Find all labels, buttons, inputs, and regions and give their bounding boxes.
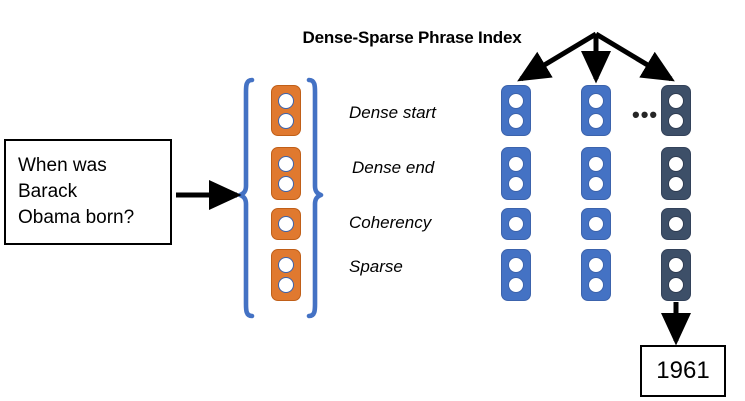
index-dot bbox=[588, 216, 604, 232]
index-dot bbox=[668, 92, 684, 109]
question-line-1: When was bbox=[18, 154, 107, 176]
index-dot bbox=[588, 175, 604, 192]
row-label-sparse: Sparse bbox=[349, 257, 403, 276]
row-label-coherency: Coherency bbox=[349, 213, 432, 232]
index-dot bbox=[668, 112, 684, 129]
index-dot bbox=[588, 277, 604, 293]
index-dot bbox=[588, 155, 604, 172]
left-brace-icon bbox=[237, 77, 255, 319]
query-dot bbox=[278, 277, 294, 293]
index-dot bbox=[588, 112, 604, 129]
index-dot bbox=[508, 257, 524, 273]
index-dot bbox=[668, 216, 684, 232]
ellipsis-indicator: ••• bbox=[632, 102, 659, 127]
index-dot bbox=[508, 92, 524, 109]
arrow-fanout-right bbox=[594, 31, 675, 82]
indexN-block-sparse bbox=[661, 249, 691, 301]
index-dot bbox=[508, 112, 524, 129]
question-line-2: Barack bbox=[18, 180, 78, 202]
index1-block-coherency bbox=[501, 208, 531, 240]
index1-block-dense-start bbox=[501, 85, 531, 136]
index-dot bbox=[668, 277, 684, 293]
query-block-dense-end bbox=[271, 147, 301, 200]
answer-value: 1961 bbox=[656, 357, 710, 384]
index-dot bbox=[668, 175, 684, 192]
query-dot bbox=[278, 175, 294, 192]
query-dot bbox=[278, 112, 294, 129]
query-dot bbox=[278, 92, 294, 109]
query-dot bbox=[278, 257, 294, 273]
row-label-dense-end: Dense end bbox=[352, 158, 435, 177]
question-line-3: Obama born? bbox=[18, 207, 135, 228]
index-dot bbox=[508, 216, 524, 232]
question-box: When was Barack Obama born? bbox=[4, 139, 172, 245]
index-dot bbox=[508, 175, 524, 192]
index-dot bbox=[668, 155, 684, 172]
index-dot bbox=[668, 257, 684, 273]
index2-block-sparse bbox=[581, 249, 611, 301]
page-title: Dense-Sparse Phrase Index bbox=[302, 28, 522, 47]
index-dot bbox=[508, 155, 524, 172]
indexN-block-dense-start bbox=[661, 85, 691, 136]
index2-block-dense-start bbox=[581, 85, 611, 136]
query-dot bbox=[278, 155, 294, 172]
query-dot bbox=[278, 216, 294, 232]
index-dot bbox=[508, 277, 524, 293]
answer-box: 1961 bbox=[640, 345, 726, 397]
query-block-sparse bbox=[271, 249, 301, 301]
right-brace-icon bbox=[306, 77, 324, 319]
index1-block-sparse bbox=[501, 249, 531, 301]
indexN-block-coherency bbox=[661, 208, 691, 240]
index1-block-dense-end bbox=[501, 147, 531, 200]
index2-block-dense-end bbox=[581, 147, 611, 200]
row-label-dense-start: Dense start bbox=[349, 103, 436, 122]
index-dot bbox=[588, 257, 604, 273]
index2-block-coherency bbox=[581, 208, 611, 240]
index-dot bbox=[588, 92, 604, 109]
query-block-dense-start bbox=[271, 85, 301, 136]
query-block-coherency bbox=[271, 208, 301, 240]
indexN-block-dense-end bbox=[661, 147, 691, 200]
